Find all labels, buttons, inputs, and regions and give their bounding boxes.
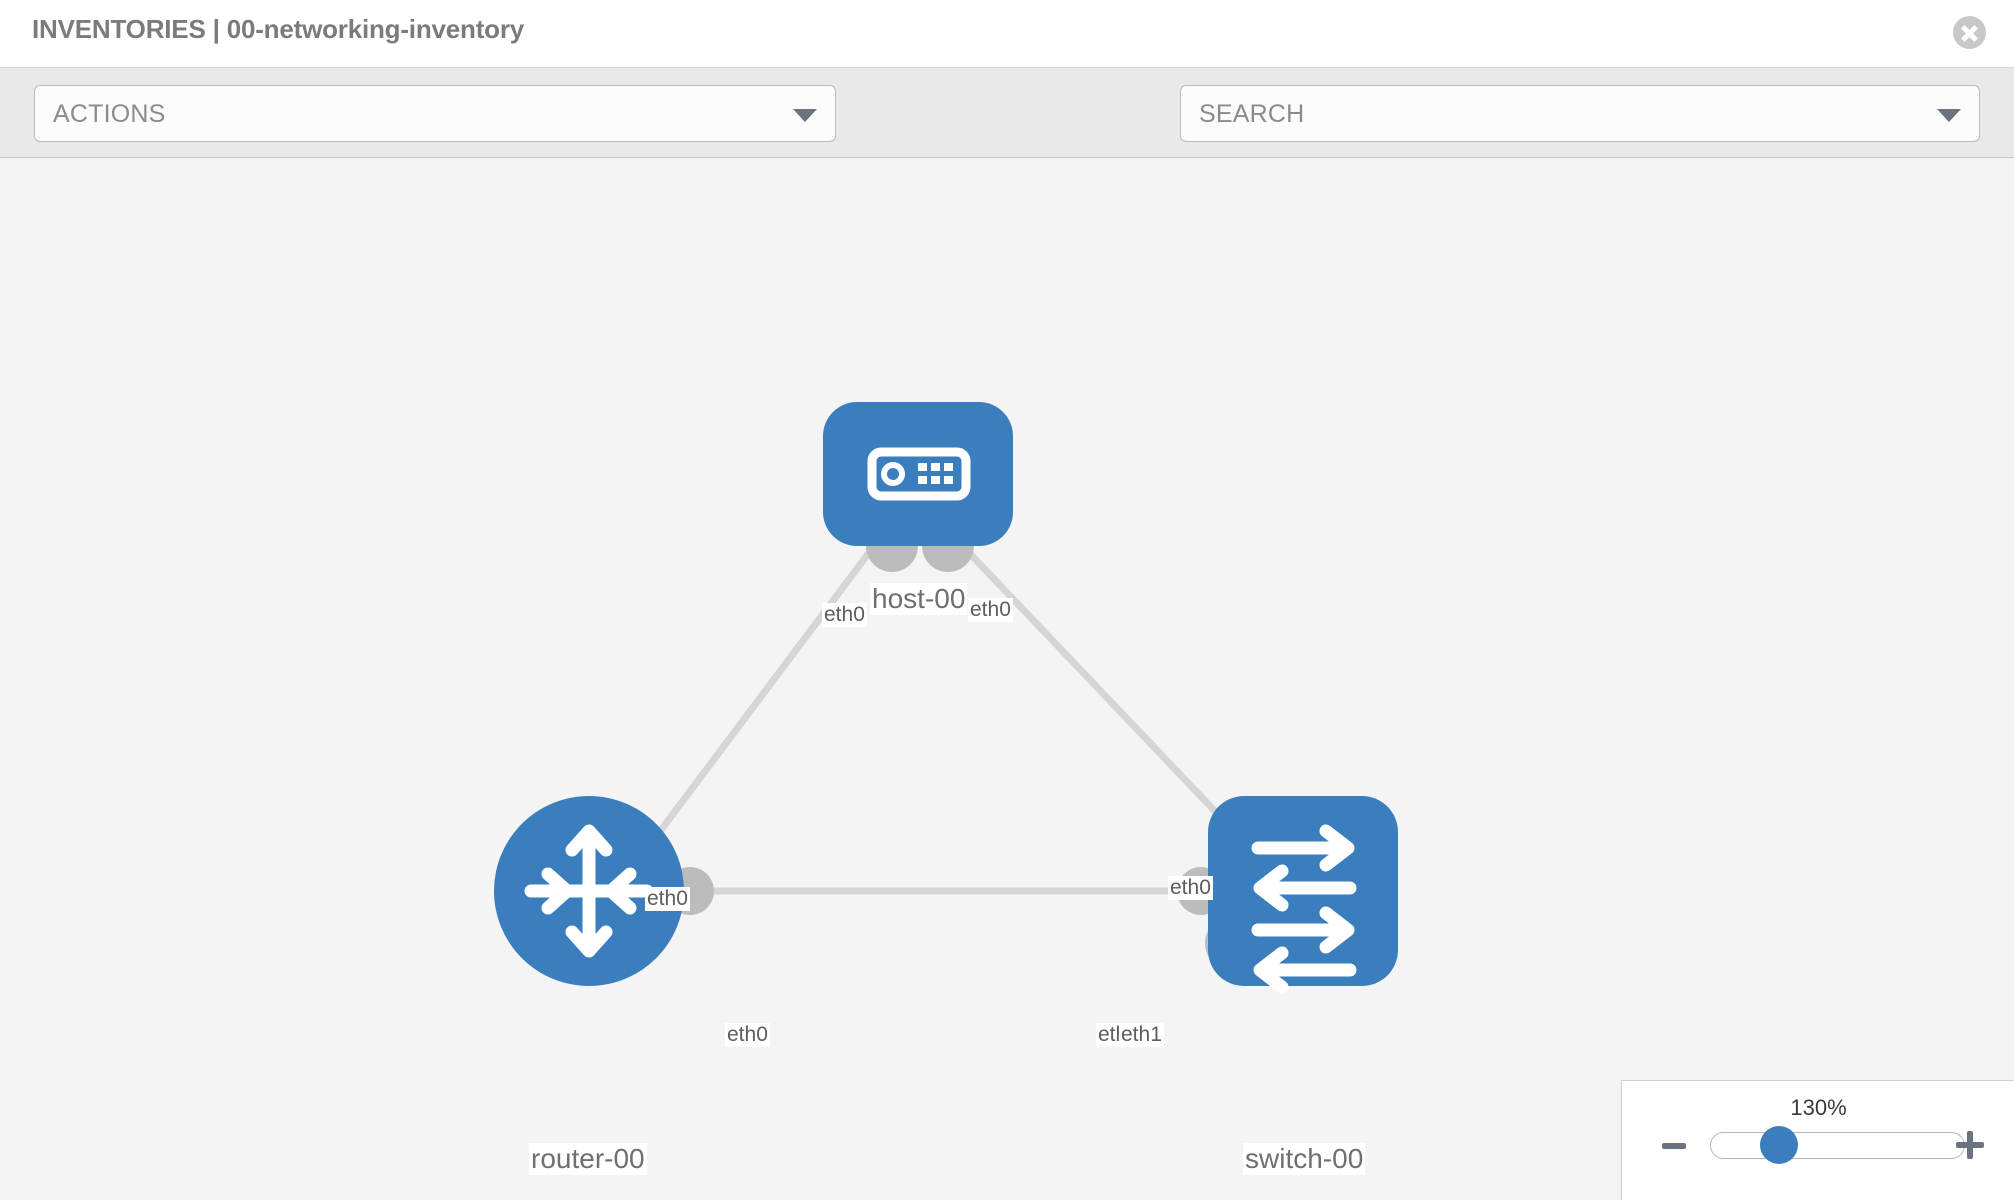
node-switch-00[interactable] [1208,796,1398,994]
iface-label-host00-right: eth0 [968,598,1013,622]
search-input[interactable]: SEARCH [1180,85,1980,142]
minus-icon[interactable] [1662,1143,1686,1149]
actions-dropdown-label: ACTIONS [53,100,166,128]
iface-label-switch00-host: eth0 [1168,876,1213,900]
topology-canvas[interactable]: host-00 router-00 switch-00 eth0 eth0 et… [0,158,2014,1200]
link-edges [637,535,1253,895]
link-host00-router00[interactable] [637,535,883,861]
node-router-00[interactable] [494,796,684,986]
toolbar: ACTIONS SEARCH [0,68,2014,200]
zoom-slider-thumb[interactable] [1760,1126,1798,1164]
page-title: INVENTORIES | 00-networking-inventory [32,14,525,44]
iface-label-switch00-eth1: eth1 [1119,1023,1164,1047]
page-header: INVENTORIES | 00-networking-inventory [0,0,2014,68]
link-host00-switch00[interactable] [952,535,1253,851]
node-label-switch-00: switch-00 [1243,1143,1366,1175]
iface-label-host00-left: eth0 [822,603,867,627]
search-placeholder: SEARCH [1199,100,1305,128]
iface-label-router00-host: eth0 [645,887,690,911]
plus-icon[interactable] [1956,1131,1984,1159]
iface-label-router00-switch: eth0 [725,1023,770,1047]
node-host-00[interactable] [823,402,1013,546]
chevron-down-icon[interactable] [1937,109,1961,122]
server-appliance-icon [867,447,971,501]
zoom-percent-label: 130% [1790,1095,1847,1120]
close-icon[interactable] [1953,16,1986,49]
topology-graph [494,402,1398,994]
actions-dropdown[interactable]: ACTIONS [34,85,836,142]
zoom-control: 130% [1621,1080,2014,1200]
router-arrows-icon [524,824,654,958]
chevron-down-icon [793,109,817,122]
node-label-router-00: router-00 [529,1143,647,1175]
node-label-host-00: host-00 [870,583,968,615]
zoom-slider[interactable] [1710,1132,1965,1159]
switch-arrows-icon [1251,824,1357,994]
